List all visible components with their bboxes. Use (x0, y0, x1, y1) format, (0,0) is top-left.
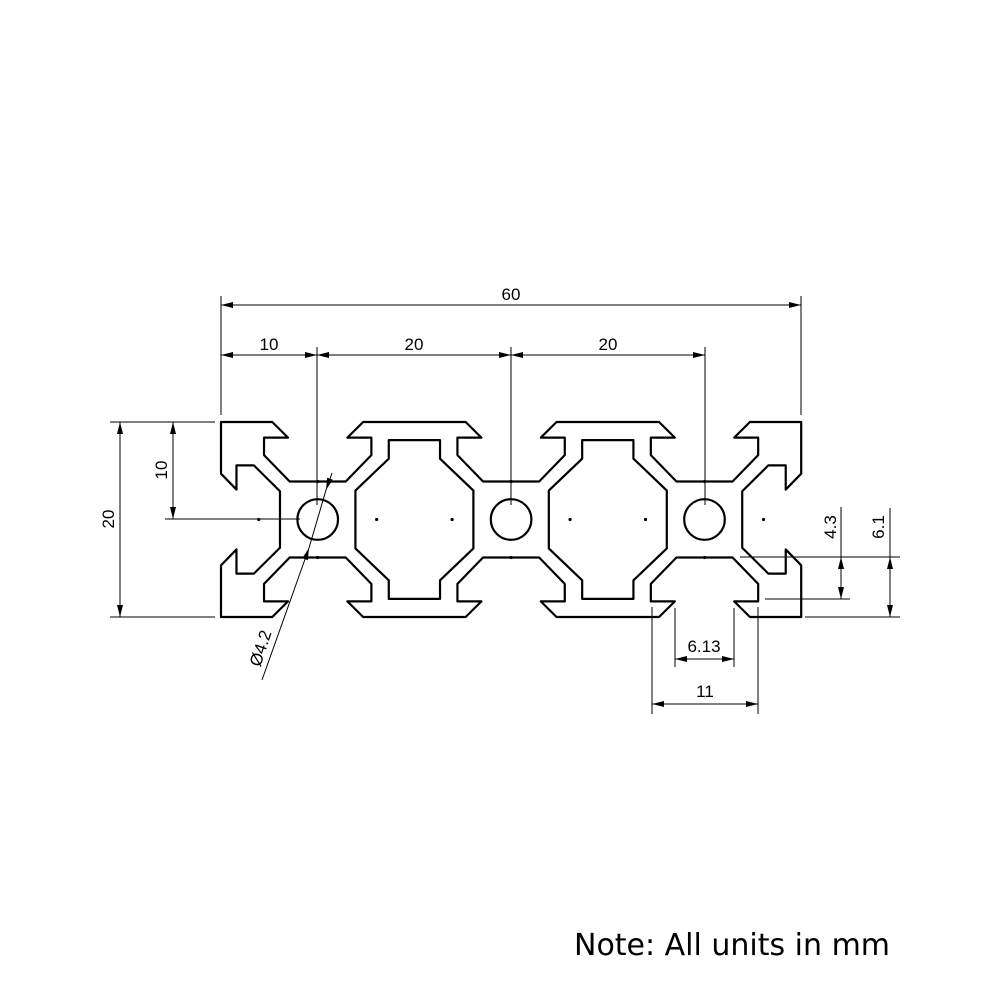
profile-outline (219, 420, 803, 619)
dim-label: 6.13 (687, 637, 720, 656)
dimension-slot-opening: 6.13 (674, 608, 735, 667)
dim-label: 20 (99, 510, 118, 529)
dim-label: 20 (405, 335, 424, 354)
center-mark (702, 555, 707, 560)
units-note: Note: All units in mm (574, 928, 891, 963)
dim-label: 4.3 (821, 515, 840, 539)
dimension-slot-depths: 4.3 6.1 (740, 507, 900, 618)
center-mark (375, 517, 379, 522)
dimension-height: 20 (99, 421, 215, 618)
center-hole (489, 498, 533, 541)
dim-label: 6.1 (869, 515, 888, 539)
dim-label: 10 (260, 335, 279, 354)
dim-label: Ø4.2 (246, 628, 275, 669)
center-mark (509, 555, 513, 560)
center-mark (643, 517, 648, 522)
octagonal-cavity (354, 439, 475, 600)
center-mark (761, 517, 766, 522)
dimension-overall-width: 60 (220, 285, 802, 415)
octagonal-cavity (547, 439, 668, 600)
center-mark (450, 517, 454, 522)
dim-label: 20 (599, 335, 618, 354)
dimension-pitch-row: 10 20 20 (221, 335, 706, 505)
center-mark (568, 517, 572, 522)
dim-label: 10 (152, 461, 171, 480)
dim-label: 60 (502, 285, 521, 304)
center-hole (683, 498, 726, 541)
center-mark (316, 555, 320, 560)
dimension-hole-diameter: Ø4.2 (246, 472, 333, 681)
dimension-slot-inner-width: 11 (651, 607, 759, 714)
dimension-half-height: 10 (152, 422, 300, 520)
dim-label: 11 (696, 682, 714, 701)
